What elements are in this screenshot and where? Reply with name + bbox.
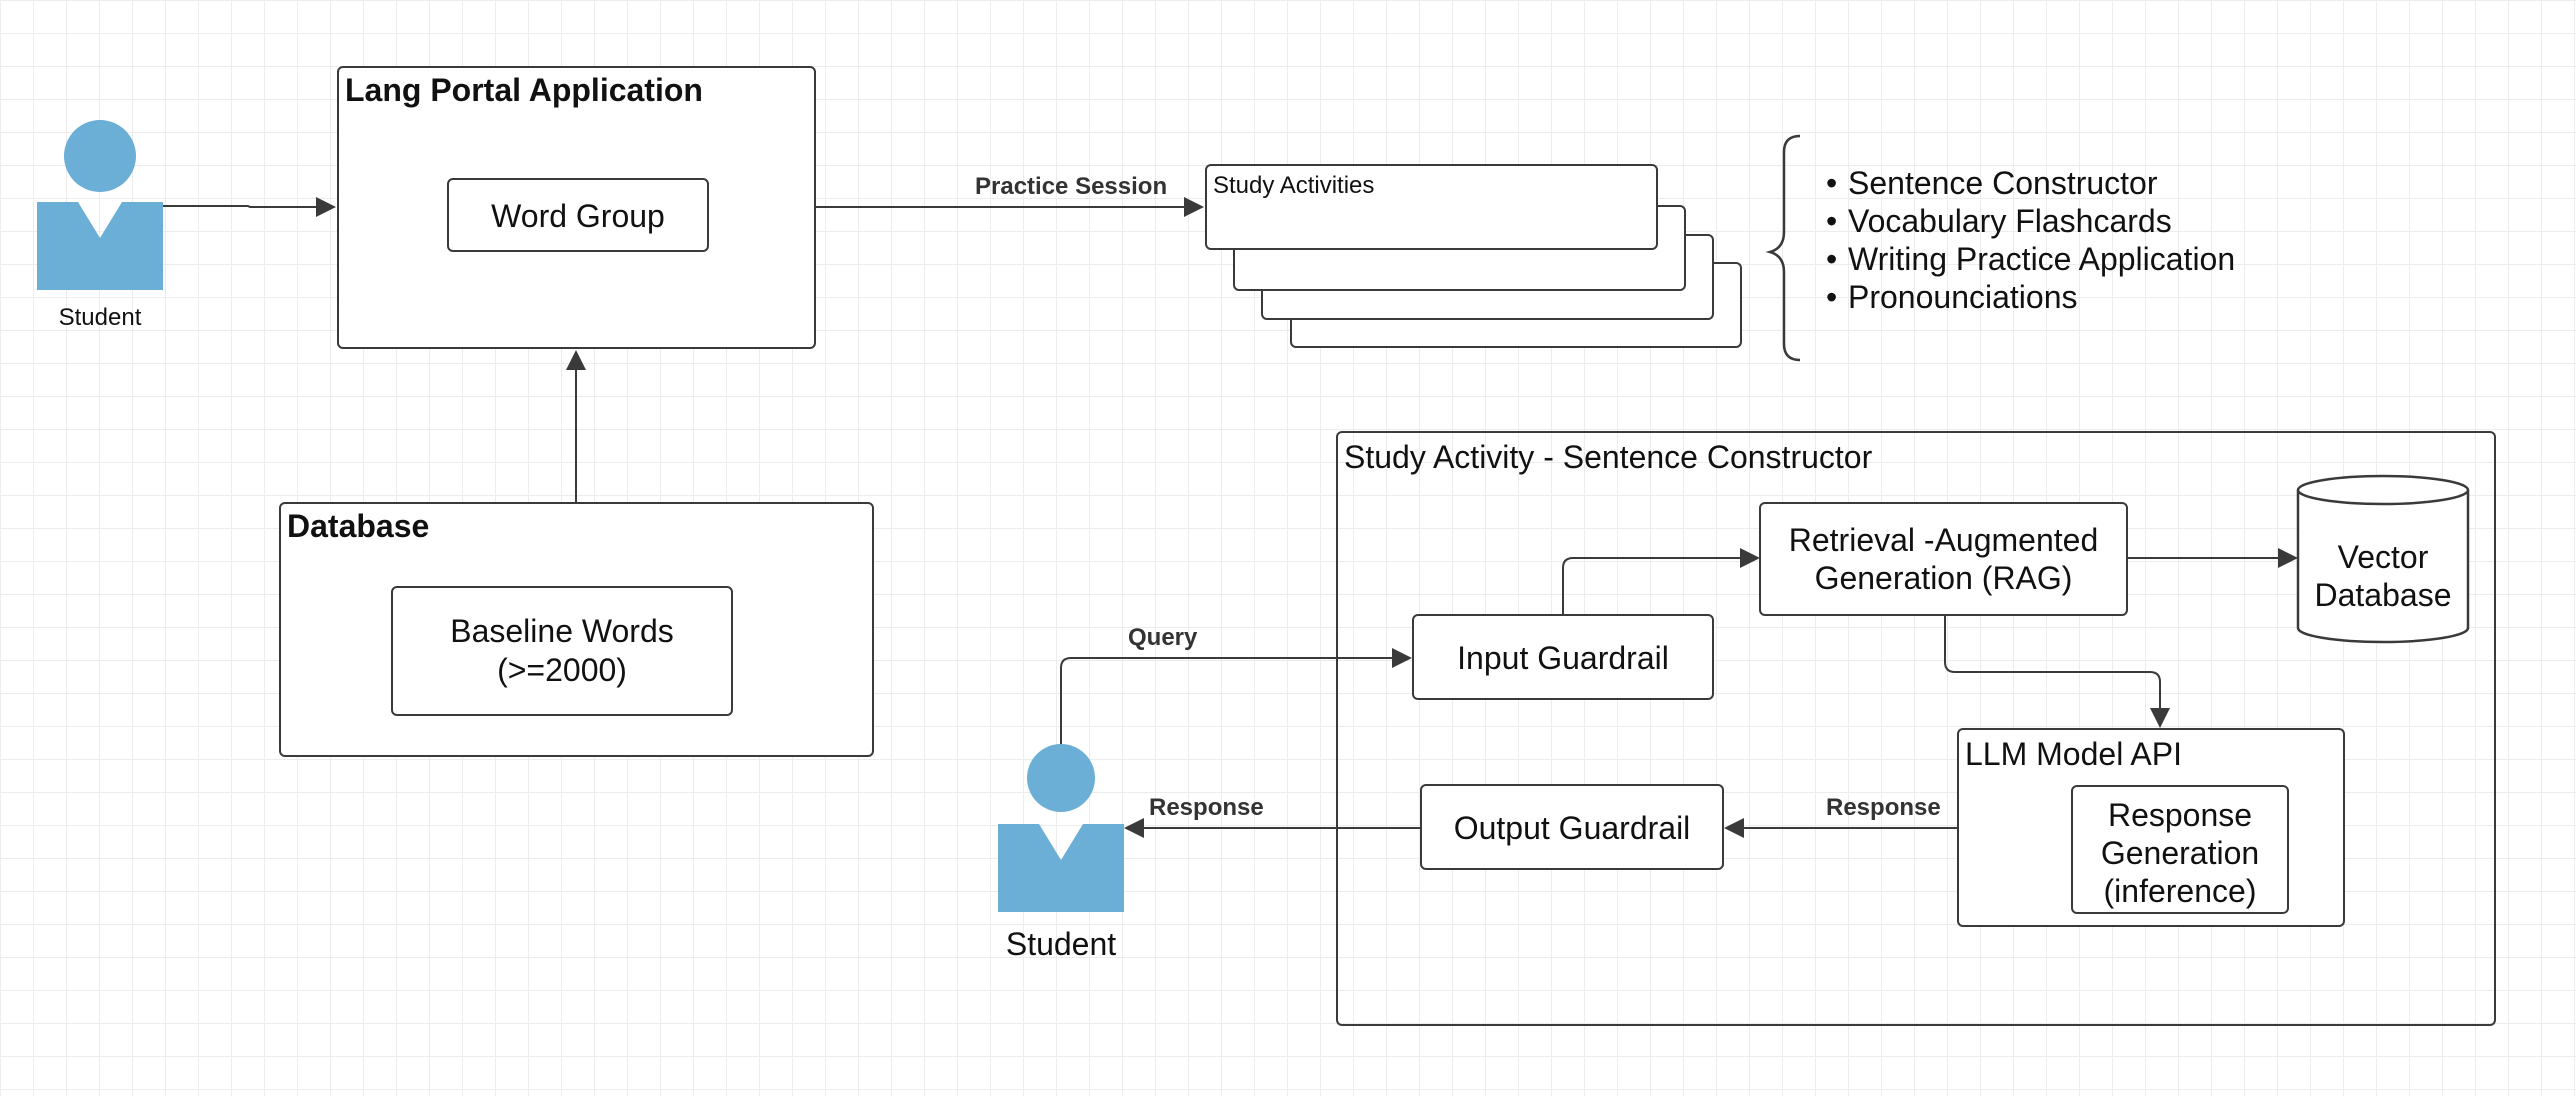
input-guardrail-label: Input Guardrail <box>1457 640 1669 676</box>
output-guardrail-box: Output Guardrail <box>1420 784 1724 870</box>
word-group-box: Word Group <box>447 178 709 252</box>
rag-box: Retrieval -Augmented Generation (RAG) <box>1759 502 2128 616</box>
output-guardrail-label: Output Guardrail <box>1453 810 1691 846</box>
vector-database-line2: Database <box>2314 577 2452 613</box>
lang-portal-title: Lang Portal Application <box>345 72 703 108</box>
baseline-words-line1: Baseline Words <box>450 613 674 649</box>
list-item: Pronounciations <box>1826 278 2235 316</box>
edge-query <box>1060 648 1412 744</box>
rag-line2: Generation (RAG) <box>1814 560 2073 596</box>
database-title: Database <box>287 508 430 544</box>
practice-session-label: Practice Session <box>975 173 1168 200</box>
baseline-words-box: Baseline Words (>=2000) <box>391 586 733 716</box>
list-item: Vocabulary Flashcards <box>1826 202 2235 240</box>
lang-portal-box: Lang Portal Application Word Group <box>337 66 816 349</box>
response-generation-line2: Generation <box>2100 835 2260 871</box>
curly-brace <box>1765 134 1801 362</box>
rag-line1: Retrieval -Augmented <box>1788 522 2099 558</box>
vector-database-cylinder <box>2296 474 2470 644</box>
edge-rag-to-llm <box>1944 616 2170 728</box>
baseline-words-line2: (>=2000) <box>497 652 627 688</box>
student-label-top: Student <box>58 304 142 331</box>
study-activities-list: Sentence Constructor Vocabulary Flashcar… <box>1826 164 2235 316</box>
response-generation-box: Response Generation (inference) <box>2071 785 2289 914</box>
student-actor-bottom-figure <box>998 744 1124 912</box>
llm-model-api-box: LLM Model API Response Generation (infer… <box>1957 728 2345 927</box>
response-from-llm-label: Response <box>1826 794 1941 821</box>
student-actor-top-figure <box>37 120 163 290</box>
llm-model-api-title: LLM Model API <box>1965 736 2182 772</box>
edge-input-to-rag <box>1562 548 1760 614</box>
study-activities-card-1: Study Activities <box>1205 164 1658 250</box>
list-item: Sentence Constructor <box>1826 164 2235 202</box>
list-item: Writing Practice Application <box>1826 240 2235 278</box>
study-activities-label: Study Activities <box>1213 172 1375 199</box>
student-label-bottom: Student <box>1005 926 1117 962</box>
sentence-constructor-container: Study Activity - Sentence Constructor <box>1336 431 2496 1026</box>
database-box: Database Baseline Words (>=2000) <box>279 502 874 757</box>
input-guardrail-box: Input Guardrail <box>1412 614 1714 700</box>
edge-student-to-portal <box>163 197 336 217</box>
query-label: Query <box>1128 624 1198 651</box>
word-group-label: Word Group <box>491 198 665 234</box>
sentence-constructor-title: Study Activity - Sentence Constructor <box>1344 439 1873 475</box>
vector-database-line1: Vector <box>2337 539 2429 575</box>
response-generation-line1: Response <box>2107 797 2253 833</box>
response-generation-line3: (inference) <box>2103 873 2257 909</box>
response-to-student-label: Response <box>1149 794 1264 821</box>
